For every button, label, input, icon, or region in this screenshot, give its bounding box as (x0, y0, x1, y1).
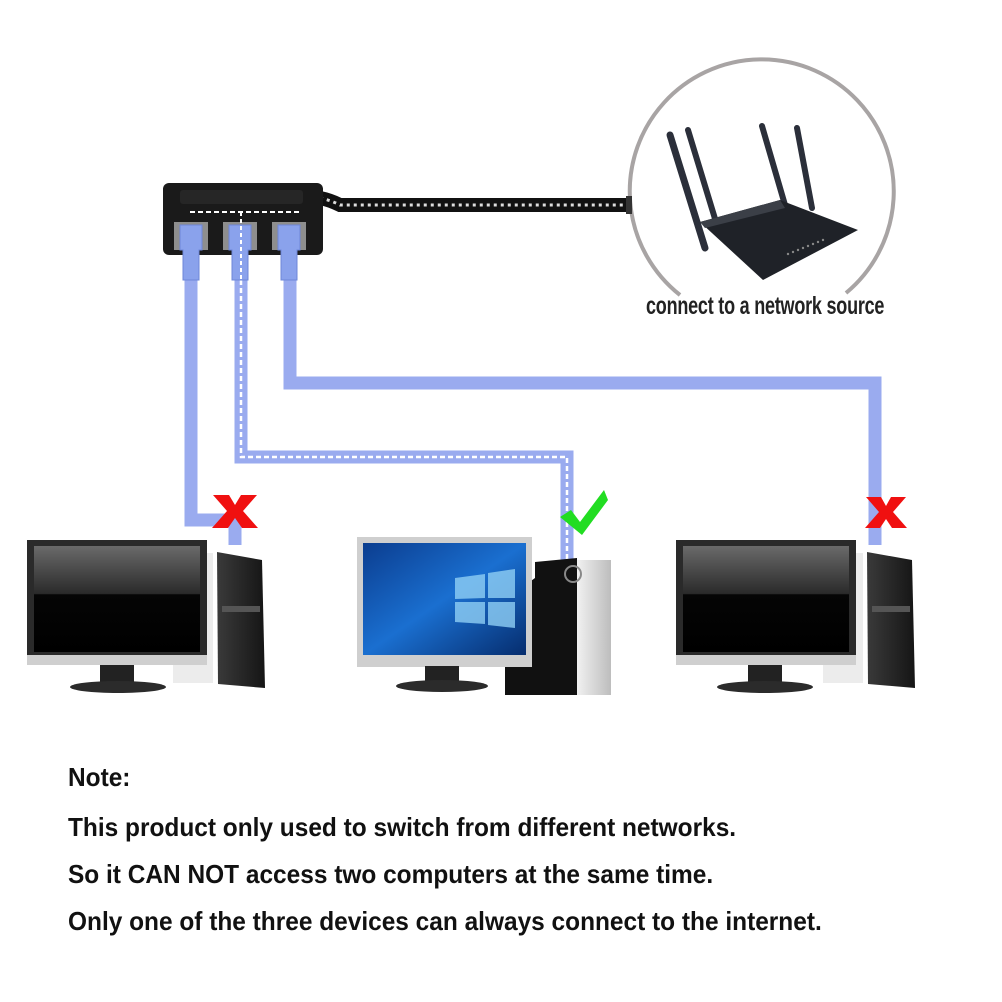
red-x-icon (212, 495, 258, 528)
green-check-icon (560, 490, 608, 535)
switch-box (163, 183, 323, 281)
red-x-icon (865, 497, 907, 528)
cables (184, 280, 882, 560)
router-caption: connect to a network source (646, 292, 885, 320)
note-line: This product only used to switch from di… (68, 812, 737, 842)
router-group (627, 57, 896, 297)
note-title: Note: (68, 762, 131, 792)
cable-right (283, 280, 882, 545)
note-line: So it CAN NOT access two computers at th… (68, 859, 714, 889)
braided-cable (318, 191, 632, 214)
computer-right (676, 540, 915, 693)
router-icon (666, 123, 858, 280)
computer-center (357, 537, 611, 695)
windows-logo (455, 569, 515, 628)
cable-center-dashes (239, 280, 569, 560)
computer-left (27, 540, 265, 693)
rj45-plugs (179, 224, 301, 281)
note-line: Only one of the three devices can always… (68, 906, 822, 936)
cable-left (184, 280, 242, 545)
